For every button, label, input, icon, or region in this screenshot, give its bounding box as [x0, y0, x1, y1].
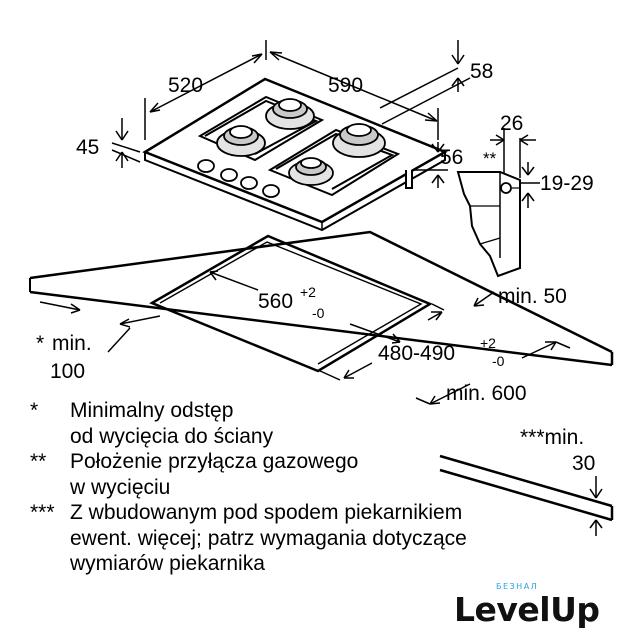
- label-cutout-width-tol-plus: +2: [300, 284, 316, 300]
- footnote-3-line-1: Z wbudowanym pod spodem piekarnikiem: [70, 501, 463, 524]
- footnote-1: * Minimalny odstęp od wycięcia do ściany: [30, 398, 630, 449]
- footnote-3-line-3: wymiarów piekarnika: [70, 552, 265, 575]
- label-min-50: min. 50: [498, 285, 567, 308]
- label-26: 26: [500, 112, 523, 135]
- footnote-3-line-2: ewent. więcej; patrz wymagania dotyczące: [70, 526, 467, 550]
- label-cutout-width: 560: [258, 290, 293, 313]
- label-width-520: 520: [168, 74, 203, 97]
- dimension-lines: [39, 40, 614, 536]
- control-knobs: [197, 159, 280, 198]
- worktop: [29, 230, 614, 367]
- label-min-100-mark: *: [36, 332, 44, 355]
- burner-back-right: [332, 123, 386, 158]
- footnote-2-line-2: w wycięciu: [70, 475, 171, 499]
- label-cutout-depth: 480-490: [378, 342, 455, 365]
- footnote-2-mark: **: [30, 450, 47, 473]
- burner-front-left: [216, 125, 266, 157]
- footnote-3: *** Z wbudowanym pod spodem piekarnikiem…: [30, 500, 630, 577]
- label-45: 45: [76, 136, 99, 159]
- hob: [142, 77, 448, 232]
- burner-front-right: [288, 157, 334, 186]
- label-cutout-depth-tol-plus: +2: [480, 335, 496, 351]
- label-19-29: 19-29: [540, 172, 594, 195]
- label-min-600: min. 600: [446, 382, 527, 405]
- label-min-30-value: 30: [572, 452, 595, 475]
- label-cutout-depth-tol-minus: -0: [492, 353, 505, 369]
- watermark-logo: БЕЗНАЛ LevelUp: [452, 582, 632, 634]
- footnote-1-line-2: od wycięcia do ściany: [70, 424, 274, 448]
- worktop-cutout: [149, 234, 433, 373]
- footnote-1-line-1: Minimalny odstęp: [70, 399, 234, 422]
- label-min-100: min.: [52, 332, 92, 355]
- watermark-word: LevelUp: [454, 590, 600, 629]
- label-min-100-value: 100: [50, 360, 85, 383]
- label-min-30: ***min.: [520, 426, 584, 449]
- gas-connector: [405, 170, 413, 189]
- footnote-2: ** Położenie przyłącza gazowego w wycięc…: [30, 449, 630, 500]
- label-gas-mark: **: [483, 149, 497, 168]
- clamp-profile-detail: [456, 171, 521, 278]
- label-cutout-width-tol-minus: -0: [312, 305, 325, 321]
- label-depth-590: 590: [328, 74, 363, 97]
- footnotes: * Minimalny odstęp od wycięcia do ściany…: [30, 398, 630, 577]
- label-58: 58: [470, 60, 493, 83]
- burner-back-left: [265, 98, 315, 130]
- label-56: 56: [440, 146, 463, 169]
- footnote-1-mark: *: [30, 399, 39, 422]
- watermark-small-text: БЕЗНАЛ: [496, 582, 539, 591]
- footnote-2-line-1: Położenie przyłącza gazowego: [70, 450, 359, 473]
- footnote-3-mark: ***: [30, 501, 55, 524]
